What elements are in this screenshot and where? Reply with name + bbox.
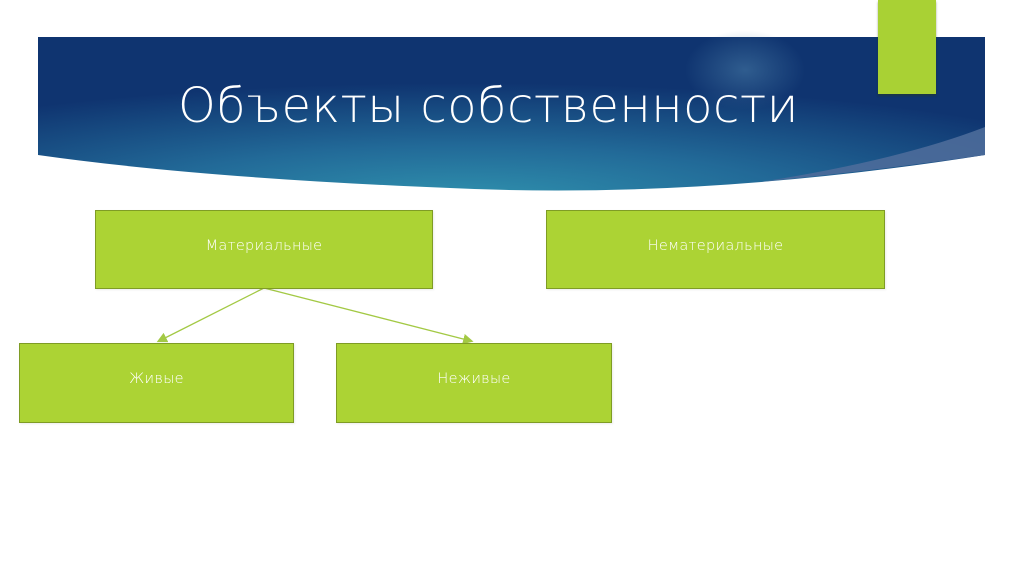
node-immaterial: Нематериальные: [546, 210, 885, 289]
node-nonliving-label: Неживые: [437, 371, 511, 387]
arrow-material-to-nonliving: [263, 287, 474, 345]
node-immaterial-label: Нематериальные: [647, 237, 784, 254]
node-living: Живые: [19, 343, 294, 423]
arrow-material-to-living: [156, 287, 265, 343]
title-banner: [38, 30, 985, 191]
node-material-label: Материальные: [205, 237, 323, 254]
slide-title: Объекты собственности: [178, 78, 799, 134]
node-living-label: Живые: [129, 371, 184, 387]
accent-bar: [878, 0, 936, 94]
node-nonliving: Неживые: [336, 343, 612, 423]
node-material: Материальные: [95, 210, 433, 289]
